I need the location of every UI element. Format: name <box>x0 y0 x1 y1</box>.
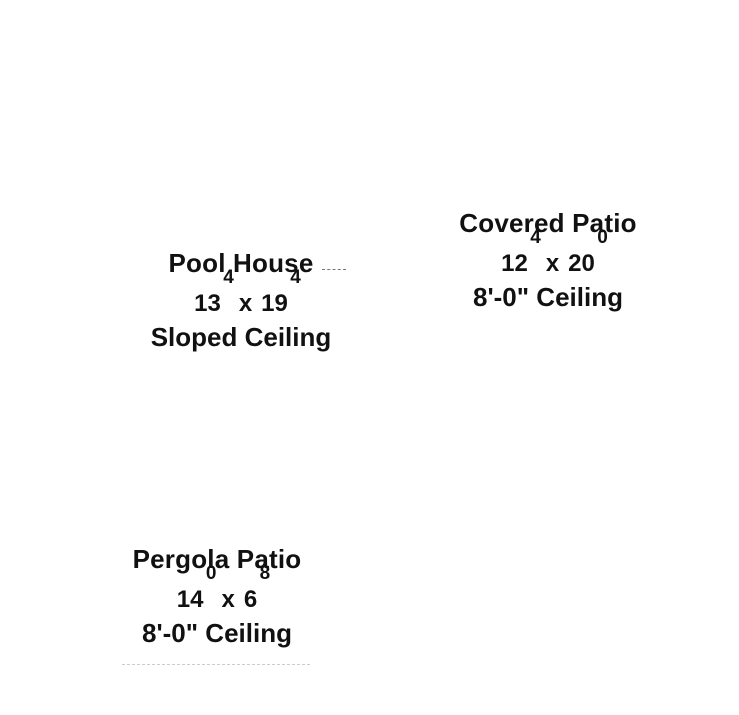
room-name: Pergola Patio <box>132 544 302 574</box>
dimension-separator: x <box>238 290 253 317</box>
room-width-inches: 4 <box>223 267 234 288</box>
dashed-plan-line <box>122 664 310 665</box>
room-width-feet: 13 <box>194 290 221 317</box>
room-ceiling: 8'-0" Ceiling <box>473 282 623 312</box>
dashed-plan-line <box>322 269 346 270</box>
room-width-feet: 14 <box>176 586 204 613</box>
room-ceiling: Sloped Ceiling <box>150 322 332 352</box>
room-width-inches: 0 <box>205 563 217 584</box>
room-ceiling: 8'-0" Ceiling <box>142 618 292 648</box>
room-name: Pool House <box>168 248 314 278</box>
room-width-feet: 12 <box>501 250 528 277</box>
room-length-inches: 4 <box>290 267 301 288</box>
room-length-feet: 19 <box>261 290 288 317</box>
room-length-inches: 0 <box>597 227 608 248</box>
dimension-separator: x <box>221 586 235 613</box>
room-length-feet: 20 <box>568 250 595 277</box>
room-width-inches: 4 <box>530 227 541 248</box>
room-length-inches: 8 <box>259 563 271 584</box>
room-length-feet: 6 <box>243 586 258 613</box>
dimension-separator: x <box>545 250 560 277</box>
room-name: Covered Patio <box>459 208 637 238</box>
